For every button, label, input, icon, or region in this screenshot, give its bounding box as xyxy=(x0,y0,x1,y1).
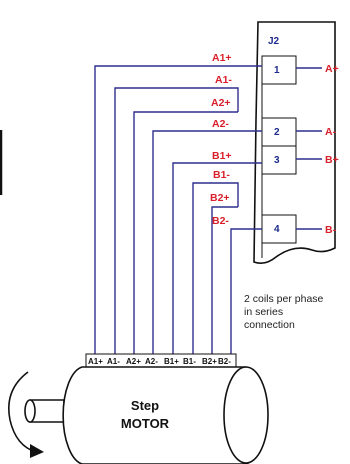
wire-b1-plus xyxy=(172,162,262,354)
terminal-label-a2-plus: A2+ xyxy=(126,357,141,366)
pin-number-4: 4 xyxy=(274,224,280,235)
wire-b2-plus xyxy=(211,206,238,354)
terminal-label-b1-plus: B1+ xyxy=(164,357,179,366)
motor-name-line-1: Step xyxy=(131,398,159,413)
motor-shaft-end xyxy=(24,399,36,423)
wire-a2-plus xyxy=(133,111,238,354)
wire-a1-plus xyxy=(94,65,262,354)
pin-number-1: 1 xyxy=(274,65,280,76)
terminal-label-a2-minus: A2- xyxy=(145,357,158,366)
rotation-arrow-icon xyxy=(8,371,37,453)
wire-label-a2-minus: A2- xyxy=(212,118,229,130)
pin-box-2 xyxy=(261,117,297,147)
wire-label-a2-plus: A2+ xyxy=(211,97,231,109)
note-line-1: 2 coils per phase xyxy=(244,293,324,305)
wire-label-a1-minus: A1- xyxy=(215,74,232,86)
pin-number-3: 3 xyxy=(274,155,280,166)
pin-signal-3: B+ xyxy=(325,154,339,166)
rotation-arrowhead-icon xyxy=(30,444,44,458)
pin-signal-2: A- xyxy=(325,126,337,138)
wire-label-b1-plus: B1+ xyxy=(212,150,232,162)
note-line-2: in series xyxy=(244,306,283,318)
wire-label-b2-minus: B2- xyxy=(212,215,229,227)
wire-label-a1-plus: A1+ xyxy=(212,52,232,64)
pin-number-2: 2 xyxy=(274,127,280,138)
wire-b1-minus xyxy=(192,182,239,354)
wire-label-b1-minus: B1- xyxy=(213,169,230,181)
wire-a2-minus xyxy=(152,130,262,354)
terminal-label-a1-minus: A1- xyxy=(107,357,120,366)
pin-signal-4: B- xyxy=(325,224,337,236)
pin-signal-1: A+ xyxy=(325,63,339,75)
wire-a1-minus xyxy=(114,87,239,354)
wire-b2-minus xyxy=(230,228,262,354)
pin-box-3 xyxy=(261,145,297,175)
terminal-label-a1-plus: A1+ xyxy=(88,357,103,366)
wire-label-b2-plus: B2+ xyxy=(210,192,230,204)
connector-title: J2 xyxy=(268,36,280,47)
note-line-3: connection xyxy=(244,319,295,331)
motor-name-line-2: MOTOR xyxy=(121,416,170,431)
terminal-label-b2-minus: B2- xyxy=(218,357,231,366)
pin-box-1 xyxy=(261,55,297,85)
terminal-label-b2-plus: B2+ xyxy=(202,357,217,366)
motor-back-cap xyxy=(223,366,269,464)
terminal-label-b1-minus: B1- xyxy=(183,357,196,366)
step-motor xyxy=(24,366,269,464)
